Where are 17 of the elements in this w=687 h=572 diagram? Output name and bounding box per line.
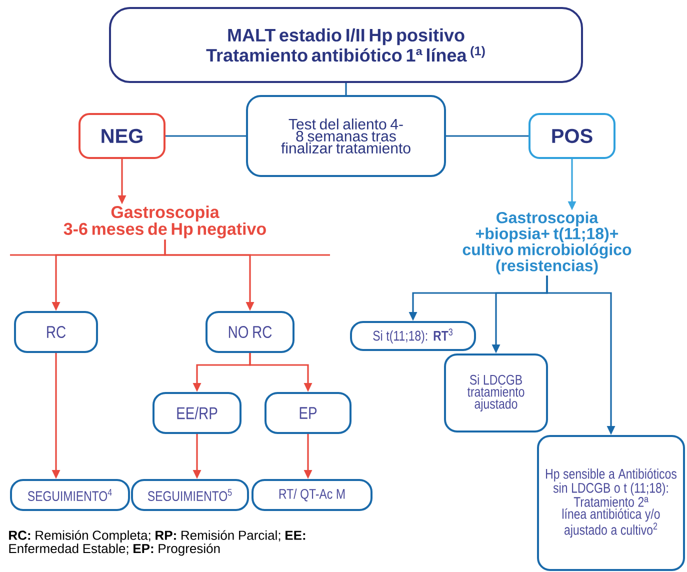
abbreviation-note: RC: Remisión Completa; RP: Remisión Parcial; EE: Enfermedad Estable; EP: Progresión	[9, 530, 306, 556]
result-box: EP	[264, 392, 352, 434]
action-box: Si LDCGB tratamiento ajustado	[444, 354, 548, 432]
step-text: Gastroscopia 3-6 meses de Hp negativo	[64, 206, 266, 238]
action-box: SEGUIMIENTO$^{5}$	[131, 479, 249, 511]
action-box: Si t(11;18): RT$^{3}$	[350, 321, 476, 351]
step-text: Gastroscopia +biopsia+ t(11;18)+ cultivo microbiológico (resistencias)	[462, 212, 632, 274]
test-box: Test del aliento 4-8 semanas tras finalizar tratamiento	[246, 95, 446, 177]
result-box: RC	[14, 311, 98, 353]
result-box: POS	[528, 113, 616, 159]
action-box: Hp sensible a Antibióticos sin LDCGB o t (11;18): Tratamiento 2ª línea antibiótica y/o ajustado a cultivo$^{2}$	[537, 435, 685, 571]
action-box: RT/ QT-Ac M	[252, 479, 372, 511]
title-box: MALT estadio I/II Hp positivo Tratamiento antibiótico 1ª línea $^{(1)}$	[109, 7, 583, 83]
action-box: SEGUIMIENTO$^{4}$	[10, 479, 130, 511]
result-box: EE/RP	[152, 392, 242, 434]
result-box: NO RC	[206, 311, 294, 353]
result-box: NEG	[78, 113, 166, 159]
